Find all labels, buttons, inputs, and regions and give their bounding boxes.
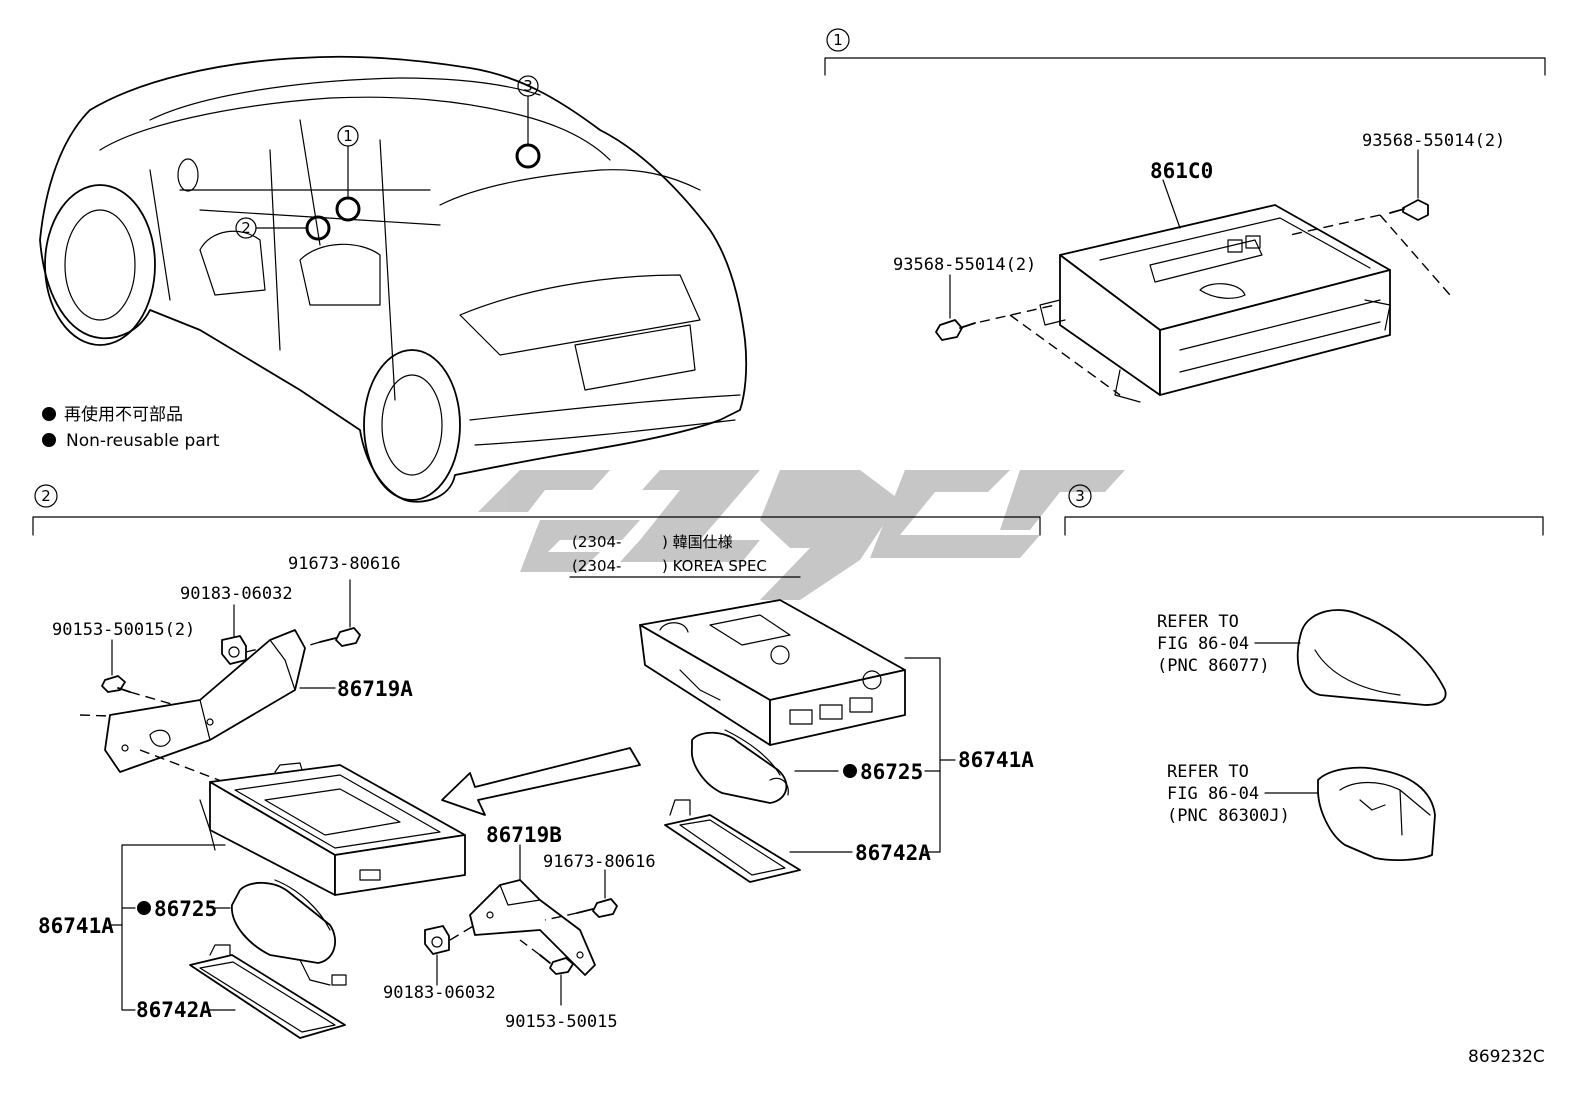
callout-2-marker: 2 bbox=[235, 215, 331, 241]
svg-text:(2304-: (2304- bbox=[572, 533, 621, 551]
legend: 再使用不可部品 Non-reusable part bbox=[42, 404, 220, 451]
label-bolt-a: 91673-80616 bbox=[288, 554, 401, 574]
antenna-module bbox=[1317, 766, 1436, 862]
svg-text:FIG 86-04: FIG 86-04 bbox=[1157, 634, 1249, 654]
non-reusable-dot-icon bbox=[137, 901, 151, 915]
filter-right bbox=[691, 729, 789, 804]
label-nut-a: 90183-06032 bbox=[180, 584, 293, 604]
label-86742a-left: 86742A bbox=[136, 998, 212, 1022]
label-bolt-b: 91673-80616 bbox=[543, 852, 656, 872]
control-unit-right bbox=[639, 599, 906, 746]
section-1-header: 1 bbox=[824, 28, 1546, 76]
control-unit-left bbox=[199, 762, 466, 896]
label-86741a-left: 86741A bbox=[38, 914, 114, 938]
section-3-header: 3 bbox=[1064, 484, 1544, 536]
filter-left bbox=[231, 879, 347, 986]
svg-text:2: 2 bbox=[241, 219, 251, 237]
label-86741a-right: 86741A bbox=[958, 748, 1034, 772]
svg-text:3: 3 bbox=[1075, 487, 1085, 505]
shark-fin-antenna bbox=[1296, 609, 1447, 706]
label-nut-b: 90183-06032 bbox=[383, 983, 496, 1003]
vehicle-illustration bbox=[39, 55, 748, 503]
bracket-86719a bbox=[104, 629, 306, 773]
ref-note-1: REFER TO FIG 86-04 (PNC 86077) bbox=[1157, 612, 1270, 676]
figure-code: 869232C bbox=[1468, 1047, 1545, 1067]
bolt-right-icon bbox=[1389, 199, 1429, 221]
svg-text:(PNC 86077): (PNC 86077) bbox=[1157, 656, 1270, 676]
svg-text:) KOREA SPEC: ) KOREA SPEC bbox=[662, 557, 767, 575]
label-screw-a: 90153-50015(2) bbox=[52, 620, 195, 640]
svg-text:(PNC 86300J): (PNC 86300J) bbox=[1167, 806, 1290, 826]
cover-right bbox=[664, 799, 801, 883]
bolt-left-icon bbox=[935, 319, 976, 341]
section-2-header: 2 bbox=[32, 484, 1041, 536]
arrow-icon bbox=[441, 747, 641, 816]
non-reusable-dot-icon bbox=[42, 433, 56, 447]
screw-a-icon bbox=[101, 675, 131, 693]
svg-text:REFER TO: REFER TO bbox=[1167, 762, 1249, 782]
bracket-86719b bbox=[469, 879, 596, 976]
label-86719b: 86719B bbox=[486, 823, 562, 847]
nut-b-icon bbox=[424, 925, 450, 955]
cover-left bbox=[189, 944, 346, 1039]
non-reusable-dot-icon bbox=[42, 407, 56, 421]
svg-text:FIG 86-04: FIG 86-04 bbox=[1167, 784, 1259, 804]
label-screw-b: 90153-50015 bbox=[505, 1012, 618, 1032]
label-86725-right: 86725 bbox=[860, 760, 923, 784]
module-861c0 bbox=[1039, 204, 1391, 403]
screw-b-icon bbox=[539, 954, 574, 975]
legend-en: Non-reusable part bbox=[66, 431, 220, 451]
ref-note-2: REFER TO FIG 86-04 (PNC 86300J) bbox=[1167, 762, 1290, 826]
non-reusable-dot-icon bbox=[843, 764, 857, 778]
svg-text:1: 1 bbox=[833, 31, 843, 49]
label-bolt-left: 93568-55014(2) bbox=[893, 255, 1036, 275]
label-bolt-right: 93568-55014(2) bbox=[1362, 131, 1505, 151]
svg-text:1: 1 bbox=[343, 127, 353, 145]
label-861c0: 861C0 bbox=[1150, 159, 1213, 183]
watermark bbox=[478, 470, 1125, 600]
svg-text:2: 2 bbox=[41, 487, 51, 505]
label-86742a-right: 86742A bbox=[855, 841, 931, 865]
callout-1-marker: 1 bbox=[335, 125, 361, 222]
svg-text:) 韓国仕様: ) 韓国仕様 bbox=[662, 533, 733, 551]
bolt-b-icon bbox=[576, 898, 618, 918]
label-86725-left: 86725 bbox=[154, 897, 217, 921]
legend-jp: 再使用不可部品 bbox=[64, 404, 183, 425]
svg-text:REFER TO: REFER TO bbox=[1157, 612, 1239, 632]
svg-text:(2304-: (2304- bbox=[572, 557, 621, 575]
bolt-a-icon bbox=[319, 627, 361, 647]
korea-spec-note: (2304- ) 韓国仕様 (2304- ) KOREA SPEC bbox=[569, 533, 801, 578]
nut-a-icon bbox=[221, 635, 247, 665]
label-86719a: 86719A bbox=[337, 677, 413, 701]
